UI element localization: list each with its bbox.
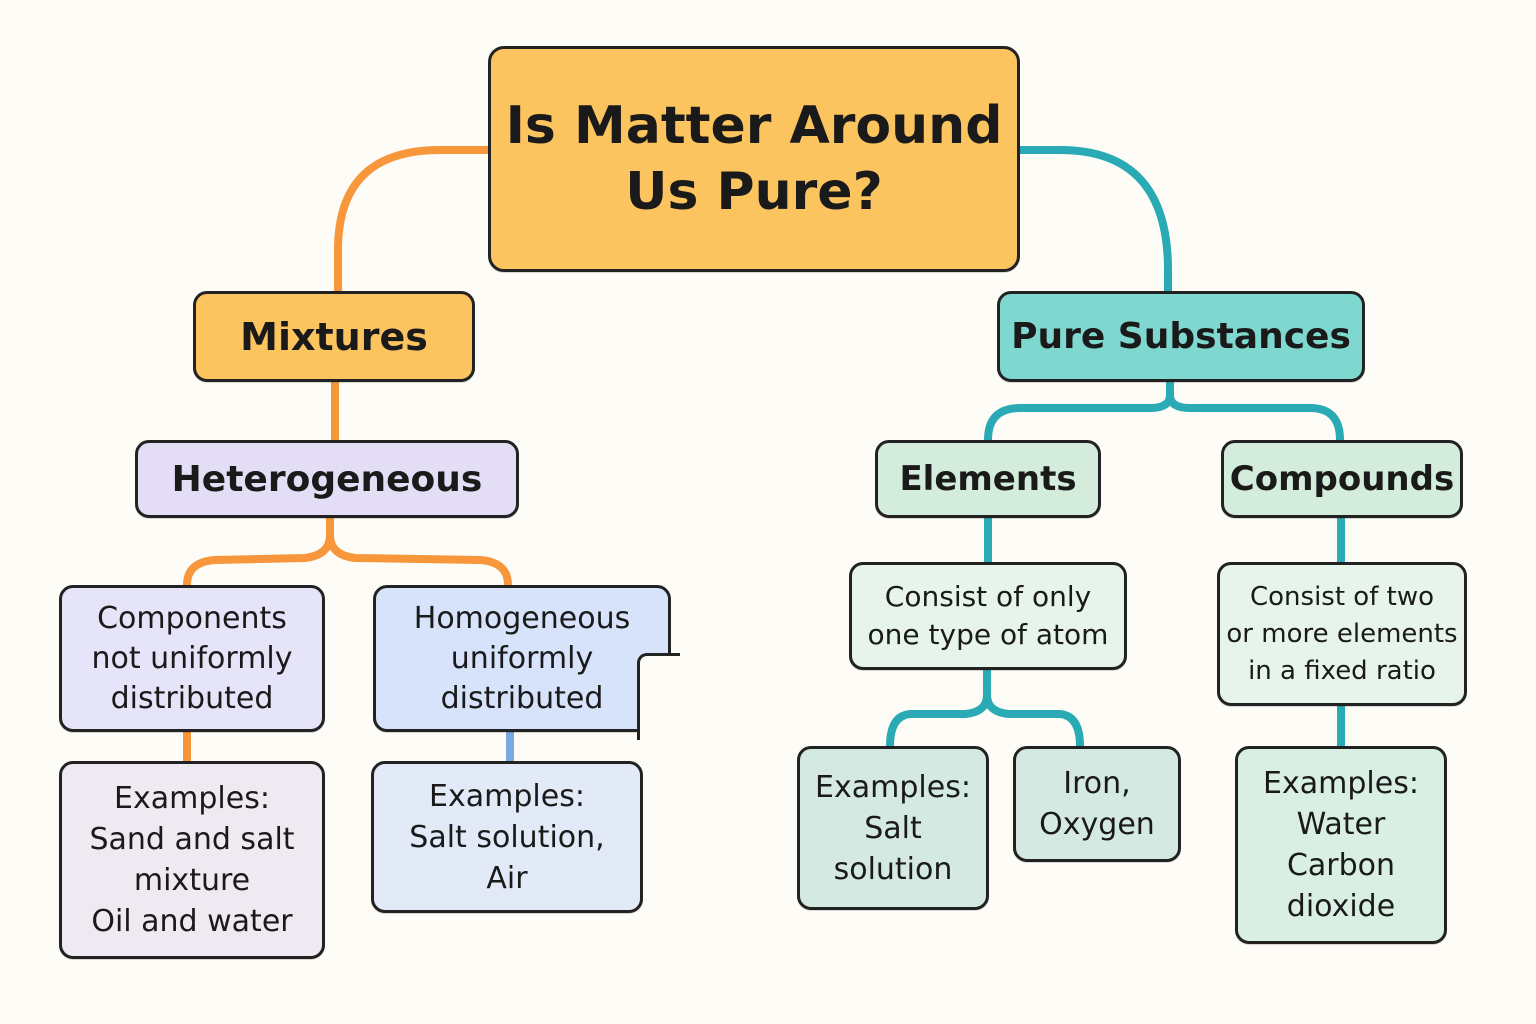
link-root-mixtures bbox=[334, 146, 492, 295]
compounds-examples-node: Examples: Water Carbon dioxide bbox=[1235, 746, 1447, 944]
heterogeneous-examples-node: Examples: Sand and salt mixture Oil and … bbox=[59, 761, 325, 959]
root-node: Is Matter Around Us Pure? bbox=[488, 46, 1020, 272]
elements-examples-node: Examples: Salt solution bbox=[797, 746, 989, 910]
link-heterogeneous-split bbox=[183, 514, 512, 589]
homogeneous-description-node: Homogeneous uniformly distributed bbox=[373, 585, 671, 732]
elements-description-node: Consist of only one type of atom bbox=[849, 562, 1127, 670]
compounds-description-node: Consist of two or more elements in a fix… bbox=[1217, 562, 1467, 706]
elements-examples-iron-node: Iron, Oxygen bbox=[1013, 746, 1181, 862]
homogeneous-examples-node: Examples: Salt solution, Air bbox=[371, 761, 643, 913]
compounds-node: Compounds bbox=[1221, 440, 1463, 518]
homogeneous-node-notch bbox=[637, 653, 680, 740]
pure-substances-node: Pure Substances bbox=[997, 291, 1365, 382]
elements-node: Elements bbox=[875, 440, 1101, 518]
mixtures-node: Mixtures bbox=[193, 291, 475, 382]
heterogeneous-description-node: Components not uniformly distributed bbox=[59, 585, 325, 732]
link-pure-split bbox=[984, 378, 1344, 444]
heterogeneous-node: Heterogeneous bbox=[135, 440, 519, 518]
link-root-pure bbox=[1016, 146, 1172, 295]
link-elementsdesc-split bbox=[886, 666, 1084, 750]
